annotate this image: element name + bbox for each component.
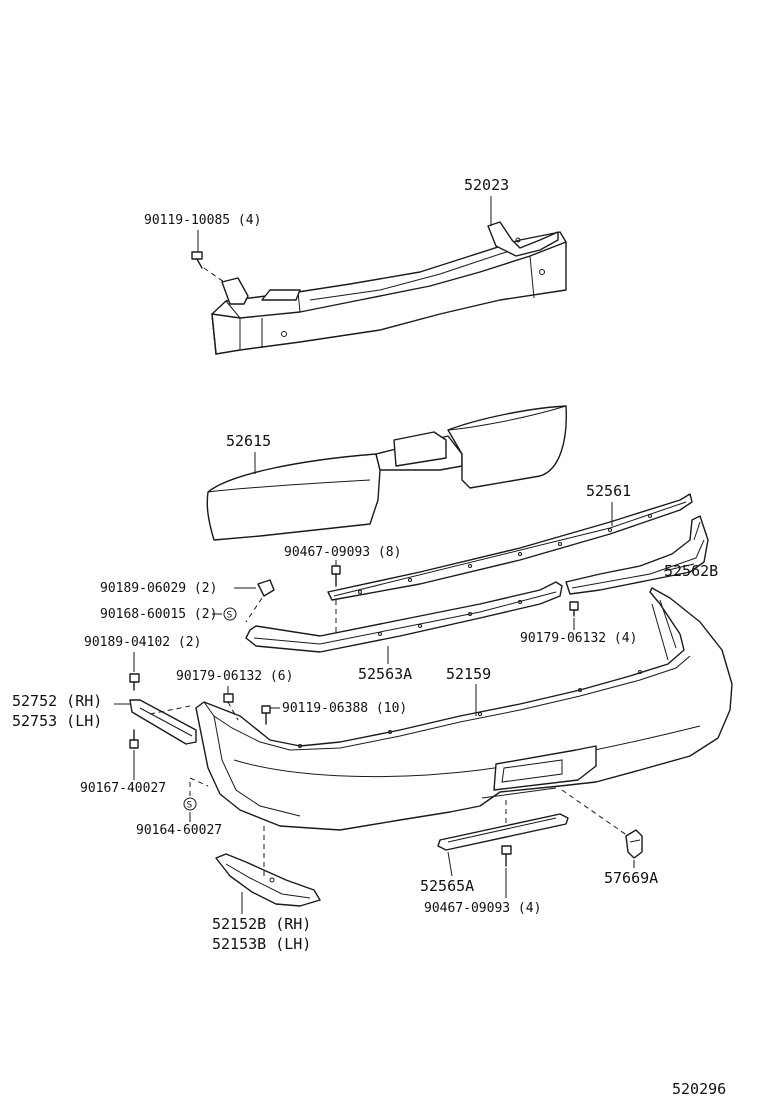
sealer-s-mark-icon: S — [223, 607, 237, 621]
label-90168-60015: 90168-60015 (2) — [100, 607, 217, 622]
label-57669A: 57669A — [604, 869, 658, 887]
label-90179-06132-6: 90179-06132 (6) — [176, 669, 293, 684]
part-52561-retainer[interactable] — [327, 493, 693, 601]
nut-90167-40027-icon — [129, 729, 139, 749]
label-90189-04102: 90189-04102 (2) — [84, 635, 201, 650]
bolt-90119-10085-icon — [191, 251, 203, 269]
label-52753: 52753 (LH) — [12, 712, 102, 730]
nut-90179-06132-4-icon — [569, 601, 579, 617]
label-90189-06029: 90189-06029 (2) — [100, 581, 217, 596]
label-52159: 52159 — [446, 665, 491, 683]
label-52752: 52752 (RH) — [12, 692, 102, 710]
label-90467-09093-4: 90467-09093 (4) — [424, 901, 541, 916]
label-90164-60027: 90164-60027 — [136, 823, 222, 838]
label-52023: 52023 — [464, 176, 509, 194]
svg-text:S: S — [187, 801, 193, 811]
svg-text:S: S — [227, 611, 233, 621]
label-90467-09093-8: 90467-09093 (8) — [284, 545, 401, 560]
label-52563A: 52563A — [358, 665, 412, 683]
diagram-id: 520296 — [672, 1080, 726, 1098]
label-52615: 52615 — [226, 432, 271, 450]
part-52562B-side-retainer[interactable] — [565, 515, 709, 595]
clip-90467-09093-4-icon — [501, 845, 512, 867]
part-57669A-clip[interactable] — [625, 829, 643, 859]
dash-90119-10085 — [203, 267, 225, 283]
bolt-90119-06388-icon — [261, 705, 271, 725]
label-90119-06388: 90119-06388 (10) — [282, 701, 407, 716]
label-52152B: 52152B (RH) — [212, 915, 311, 933]
nut-90179-06132-6-icon — [223, 693, 234, 703]
part-52615-absorber[interactable] — [206, 405, 567, 541]
bolt-90189-04102-icon — [129, 673, 140, 691]
part-52023-reinforcement[interactable] — [211, 221, 567, 355]
label-52561: 52561 — [586, 482, 631, 500]
sealer-s-mark-2-icon: S — [183, 797, 197, 811]
part-52565A-plate[interactable] — [437, 813, 569, 851]
label-90119-10085: 90119-10085 (4) — [144, 213, 261, 228]
label-90179-06132-4: 90179-06132 (4) — [520, 631, 637, 646]
part-52152B-extension[interactable] — [215, 853, 321, 907]
label-52565A: 52565A — [420, 877, 474, 895]
label-52562B: 52562B — [664, 562, 718, 580]
part-52563A-retainer[interactable] — [245, 581, 563, 653]
label-52153B: 52153B (LH) — [212, 935, 311, 953]
label-90167-40027: 90167-40027 — [80, 781, 166, 796]
part-52159-bumper-cover[interactable] — [195, 587, 733, 831]
bolt-90189-06029-icon — [257, 579, 275, 597]
clip-90467-09093-icon — [331, 565, 341, 587]
part-52752-reflector[interactable] — [129, 699, 197, 745]
